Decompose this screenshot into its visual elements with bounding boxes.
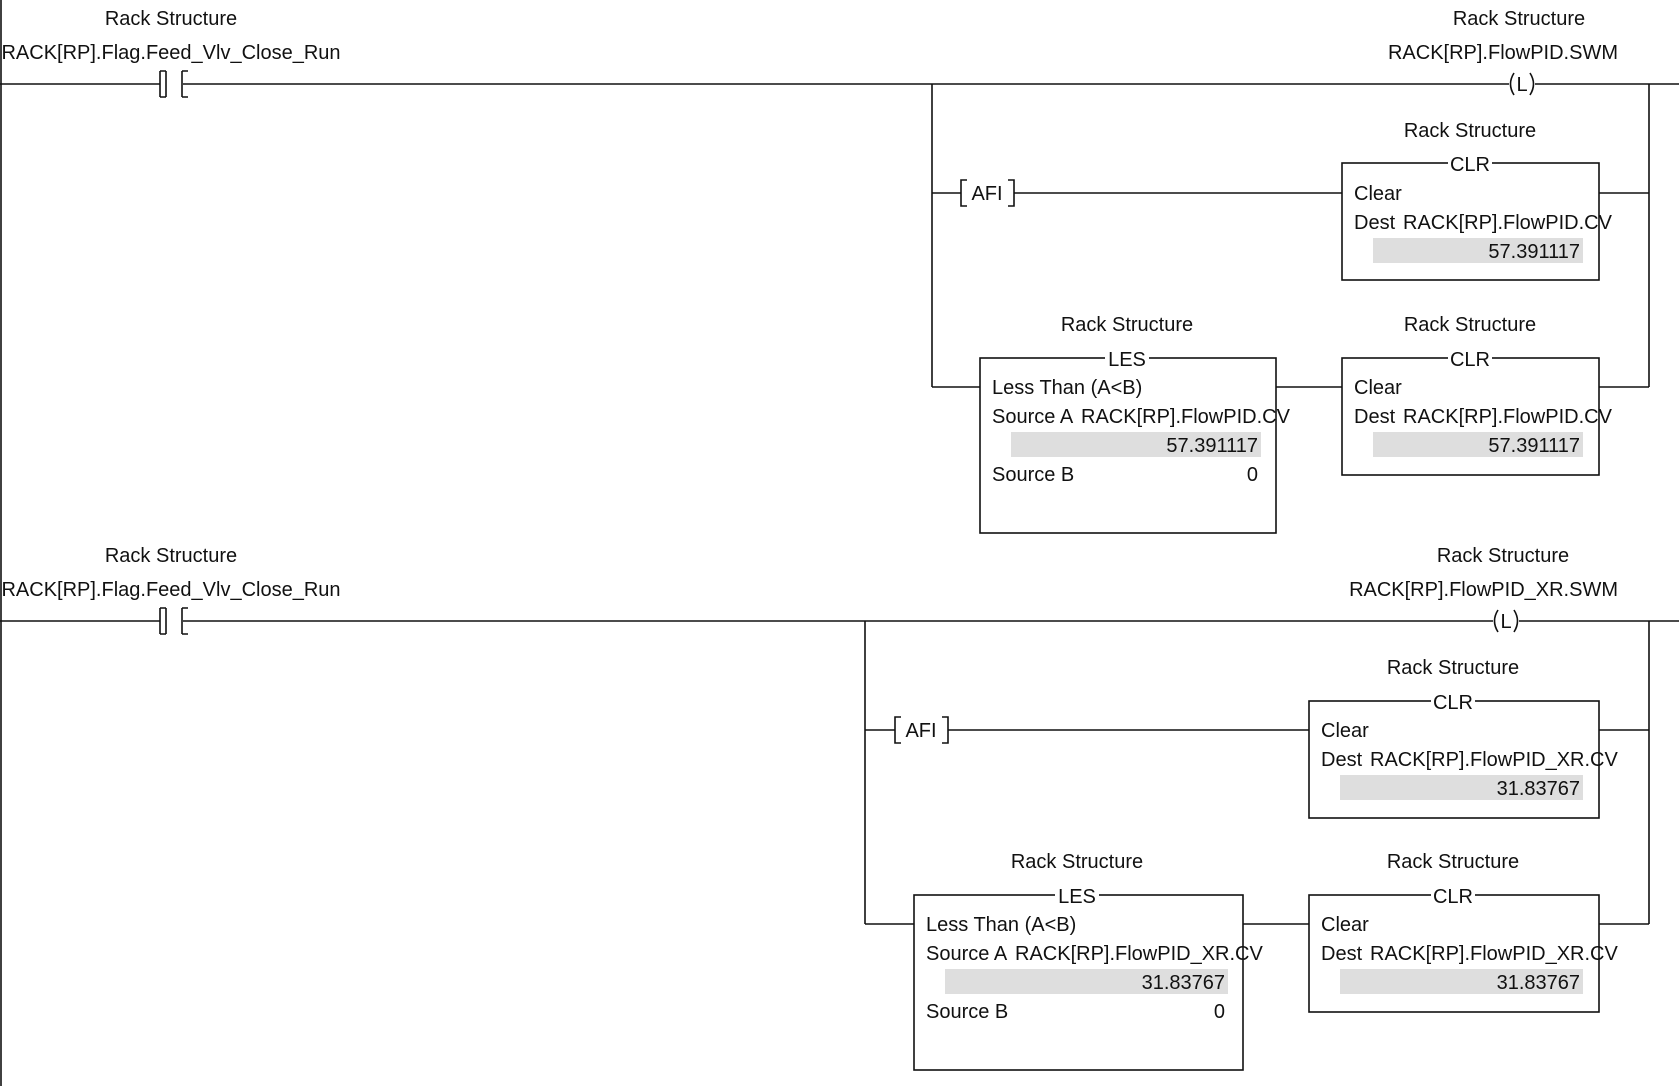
dest-label: Dest — [1321, 749, 1363, 771]
clr-instruction-box[interactable]: Rack Structure CLR Clear Dest RACK[RP].F… — [1308, 657, 1618, 819]
clr-instruction-box[interactable]: Rack Structure CLR Clear Dest RACK[RP].F… — [1308, 851, 1618, 1013]
les-instruction-box[interactable]: Rack Structure LES Less Than (A<B) Sourc… — [979, 314, 1291, 534]
source-a-value: 31.83767 — [1142, 972, 1225, 994]
source-b-value[interactable]: 0 — [1247, 464, 1258, 486]
clr-mnemonic: CLR — [1450, 349, 1490, 371]
rung-0[interactable]: Rack Structure RACK[RP].Flag.Feed_Vlv_Cl… — [0, 8, 1679, 534]
clr-title: Clear — [1321, 720, 1369, 742]
clr-instruction-box[interactable]: Rack Structure CLR Clear Dest RACK[RP].F… — [1341, 120, 1613, 281]
source-a-tag[interactable]: RACK[RP].FlowPID.CV — [1081, 406, 1291, 428]
dest-value: 31.83767 — [1497, 778, 1580, 800]
contact-tag[interactable]: RACK[RP].Flag.Feed_Vlv_Close_Run — [1, 42, 340, 64]
les-description: Rack Structure — [1061, 314, 1193, 336]
afi-instruction[interactable]: AFI — [894, 716, 949, 744]
les-title: Less Than (A<B) — [992, 377, 1142, 399]
source-a-value-field — [1011, 432, 1261, 457]
dest-value: 57.391117 — [1488, 435, 1580, 457]
les-title: Less Than (A<B) — [926, 914, 1076, 936]
clr-description: Rack Structure — [1387, 851, 1519, 873]
xic-contact-icon[interactable] — [159, 70, 188, 98]
contact-description: Rack Structure — [105, 8, 237, 30]
clr-instruction-box[interactable]: Rack Structure CLR Clear Dest RACK[RP].F… — [1341, 314, 1613, 476]
coil-description: Rack Structure — [1437, 545, 1569, 567]
clr-description: Rack Structure — [1404, 314, 1536, 336]
afi-label: AFI — [971, 183, 1002, 205]
source-b-label: Source B — [926, 1001, 1008, 1023]
latch-coil-icon[interactable]: L — [1493, 609, 1519, 633]
clr-description: Rack Structure — [1404, 120, 1536, 142]
rung-1[interactable]: Rack Structure RACK[RP].Flag.Feed_Vlv_Cl… — [0, 545, 1679, 1071]
dest-tag[interactable]: RACK[RP].FlowPID_XR.CV — [1370, 749, 1618, 771]
source-a-label: Source A — [926, 943, 1008, 965]
source-b-label: Source B — [992, 464, 1074, 486]
les-mnemonic: LES — [1058, 886, 1096, 908]
les-description: Rack Structure — [1011, 851, 1143, 873]
les-mnemonic: LES — [1108, 349, 1146, 371]
xic-contact-icon[interactable] — [159, 607, 188, 635]
clr-mnemonic: CLR — [1433, 692, 1473, 714]
dest-label: Dest — [1354, 212, 1396, 234]
contact-description: Rack Structure — [105, 545, 237, 567]
dest-tag[interactable]: RACK[RP].FlowPID_XR.CV — [1370, 943, 1618, 965]
dest-tag[interactable]: RACK[RP].FlowPID.CV — [1403, 212, 1613, 234]
dest-value-field — [1373, 238, 1583, 263]
clr-title: Clear — [1321, 914, 1369, 936]
dest-value-field — [1373, 432, 1583, 457]
latch-coil-icon[interactable]: L — [1509, 72, 1535, 96]
contact-tag[interactable]: RACK[RP].Flag.Feed_Vlv_Close_Run — [1, 579, 340, 601]
dest-value: 57.391117 — [1488, 241, 1580, 263]
clr-mnemonic: CLR — [1450, 154, 1490, 176]
source-a-value-field — [945, 969, 1228, 994]
clr-title: Clear — [1354, 183, 1402, 205]
clr-title: Clear — [1354, 377, 1402, 399]
dest-value-field — [1340, 969, 1583, 994]
dest-value-field — [1340, 775, 1583, 800]
source-a-tag[interactable]: RACK[RP].FlowPID_XR.CV — [1015, 943, 1263, 965]
afi-label: AFI — [905, 720, 936, 742]
dest-label: Dest — [1354, 406, 1396, 428]
dest-value: 31.83767 — [1497, 972, 1580, 994]
dest-label: Dest — [1321, 943, 1363, 965]
clr-description: Rack Structure — [1387, 657, 1519, 679]
coil-description: Rack Structure — [1453, 8, 1585, 30]
afi-instruction[interactable]: AFI — [960, 179, 1015, 207]
coil-symbol: L — [1516, 74, 1527, 96]
coil-tag[interactable]: RACK[RP].FlowPID.SWM — [1388, 42, 1618, 64]
source-a-label: Source A — [992, 406, 1074, 428]
clr-mnemonic: CLR — [1433, 886, 1473, 908]
source-b-value[interactable]: 0 — [1214, 1001, 1225, 1023]
les-instruction-box[interactable]: Rack Structure LES Less Than (A<B) Sourc… — [913, 851, 1263, 1071]
dest-tag[interactable]: RACK[RP].FlowPID.CV — [1403, 406, 1613, 428]
coil-symbol: L — [1500, 611, 1511, 633]
source-a-value: 57.391117 — [1166, 435, 1258, 457]
coil-tag[interactable]: RACK[RP].FlowPID_XR.SWM — [1349, 579, 1618, 601]
